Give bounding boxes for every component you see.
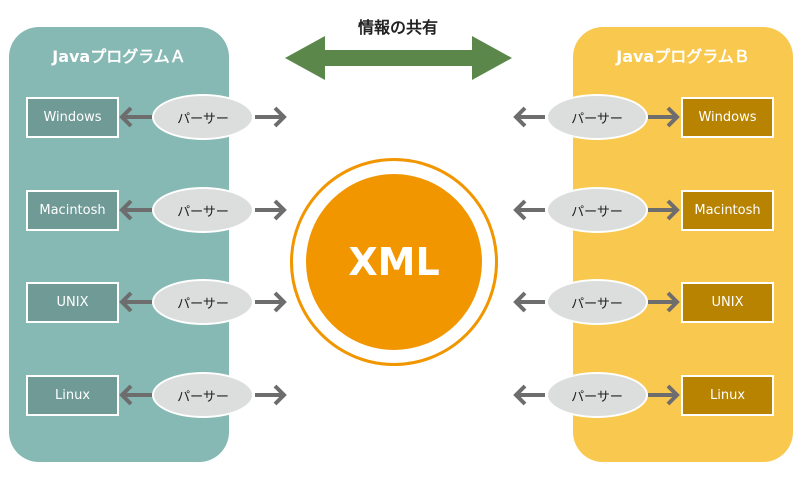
arrow-right-icon (255, 291, 287, 313)
parser-ellipse: パーサー (152, 372, 254, 418)
arrow-right-icon (648, 199, 680, 221)
parser-ellipse: パーサー (546, 372, 648, 418)
xml-circle: XML (306, 174, 482, 350)
program-a-title: JavaプログラムＡ (52, 47, 186, 66)
parser-ellipse: パーサー (546, 279, 648, 325)
arrow-right-icon (648, 106, 680, 128)
arrow-right-icon (255, 384, 287, 406)
arrow-left-icon (119, 384, 152, 406)
share-label: 情報の共有 (357, 18, 438, 37)
parser-ellipse: パーサー (546, 94, 648, 140)
arrow-left-icon (513, 384, 545, 406)
arrow-left-icon (119, 291, 152, 313)
arrow-left-icon (513, 291, 545, 313)
parser-ellipse: パーサー (152, 94, 254, 140)
share-double-arrow (285, 36, 512, 80)
parser-ellipse: パーサー (152, 279, 254, 325)
os-box-b: Windows (681, 97, 774, 138)
os-box-b: UNIX (681, 282, 774, 323)
os-box-b: Macintosh (681, 190, 774, 231)
parser-ellipse: パーサー (152, 187, 254, 233)
os-box-a: UNIX (26, 282, 119, 323)
arrow-left-icon (119, 199, 152, 221)
os-box-b: Linux (681, 375, 774, 416)
arrow-right-icon (255, 199, 287, 221)
arrow-left-icon (513, 106, 545, 128)
arrow-left-icon (513, 199, 545, 221)
os-box-a: Linux (26, 375, 119, 416)
program-b-title: JavaプログラムＢ (616, 47, 750, 66)
arrow-right-icon (255, 106, 287, 128)
os-box-a: Macintosh (26, 190, 119, 231)
arrow-right-icon (648, 384, 680, 406)
arrow-left-icon (119, 106, 152, 128)
arrow-right-icon (648, 291, 680, 313)
os-box-a: Windows (26, 97, 119, 138)
parser-ellipse: パーサー (546, 187, 648, 233)
